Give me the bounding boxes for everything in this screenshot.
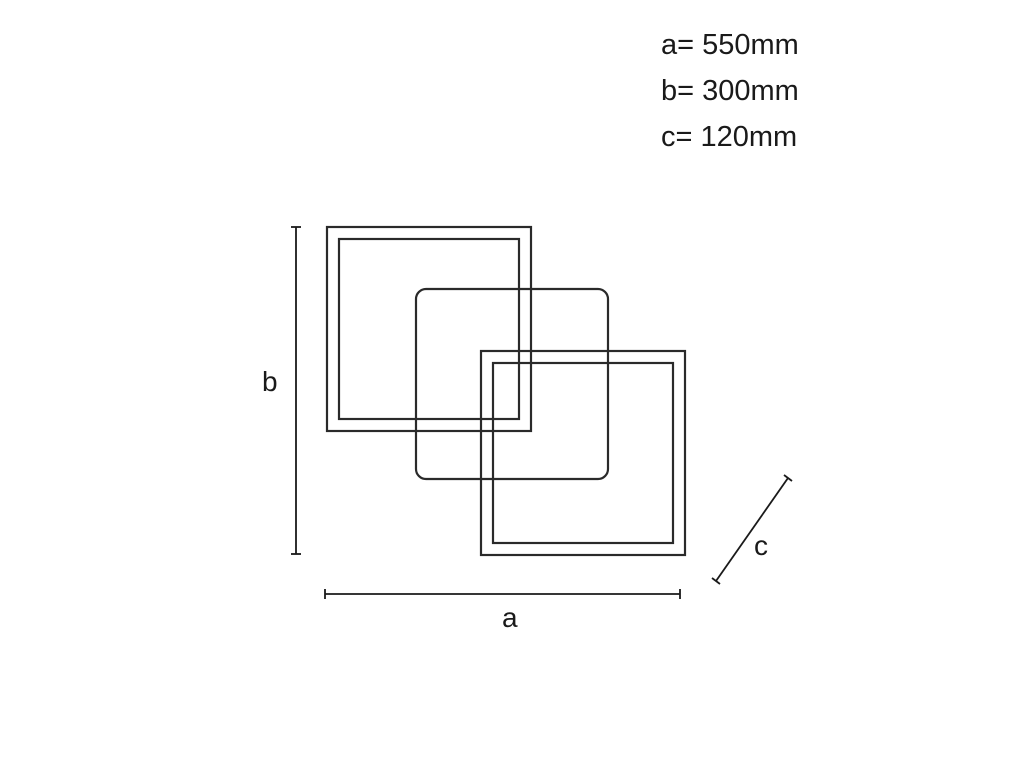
frame-middle-rounded xyxy=(414,287,610,481)
dimension-spec-list: a= 550mm b= 300mm c= 120mm xyxy=(661,22,799,160)
frame-bottom-right-inner xyxy=(491,361,675,545)
spec-b: b= 300mm xyxy=(661,75,799,107)
spec-c: c= 120mm xyxy=(661,121,798,153)
dimension-height: b xyxy=(262,226,301,555)
dimension-depth-tick-top xyxy=(783,474,793,482)
dimension-depth-line xyxy=(715,477,789,582)
frame-bottom-right xyxy=(479,349,687,557)
dimension-width: a xyxy=(324,589,681,633)
dimension-depth-label: c xyxy=(754,530,768,561)
frame-top-left-outer xyxy=(325,225,533,433)
frame-bottom-right-outer xyxy=(479,349,687,557)
frame-top-left xyxy=(325,225,533,433)
dimension-height-label: b xyxy=(262,366,278,397)
dimension-depth-tick-bottom xyxy=(711,577,721,585)
dimension-width-label: a xyxy=(502,602,518,633)
dimension-depth: c xyxy=(711,474,793,585)
spec-a: a= 550mm xyxy=(661,29,799,61)
frame-top-left-inner xyxy=(337,237,521,421)
